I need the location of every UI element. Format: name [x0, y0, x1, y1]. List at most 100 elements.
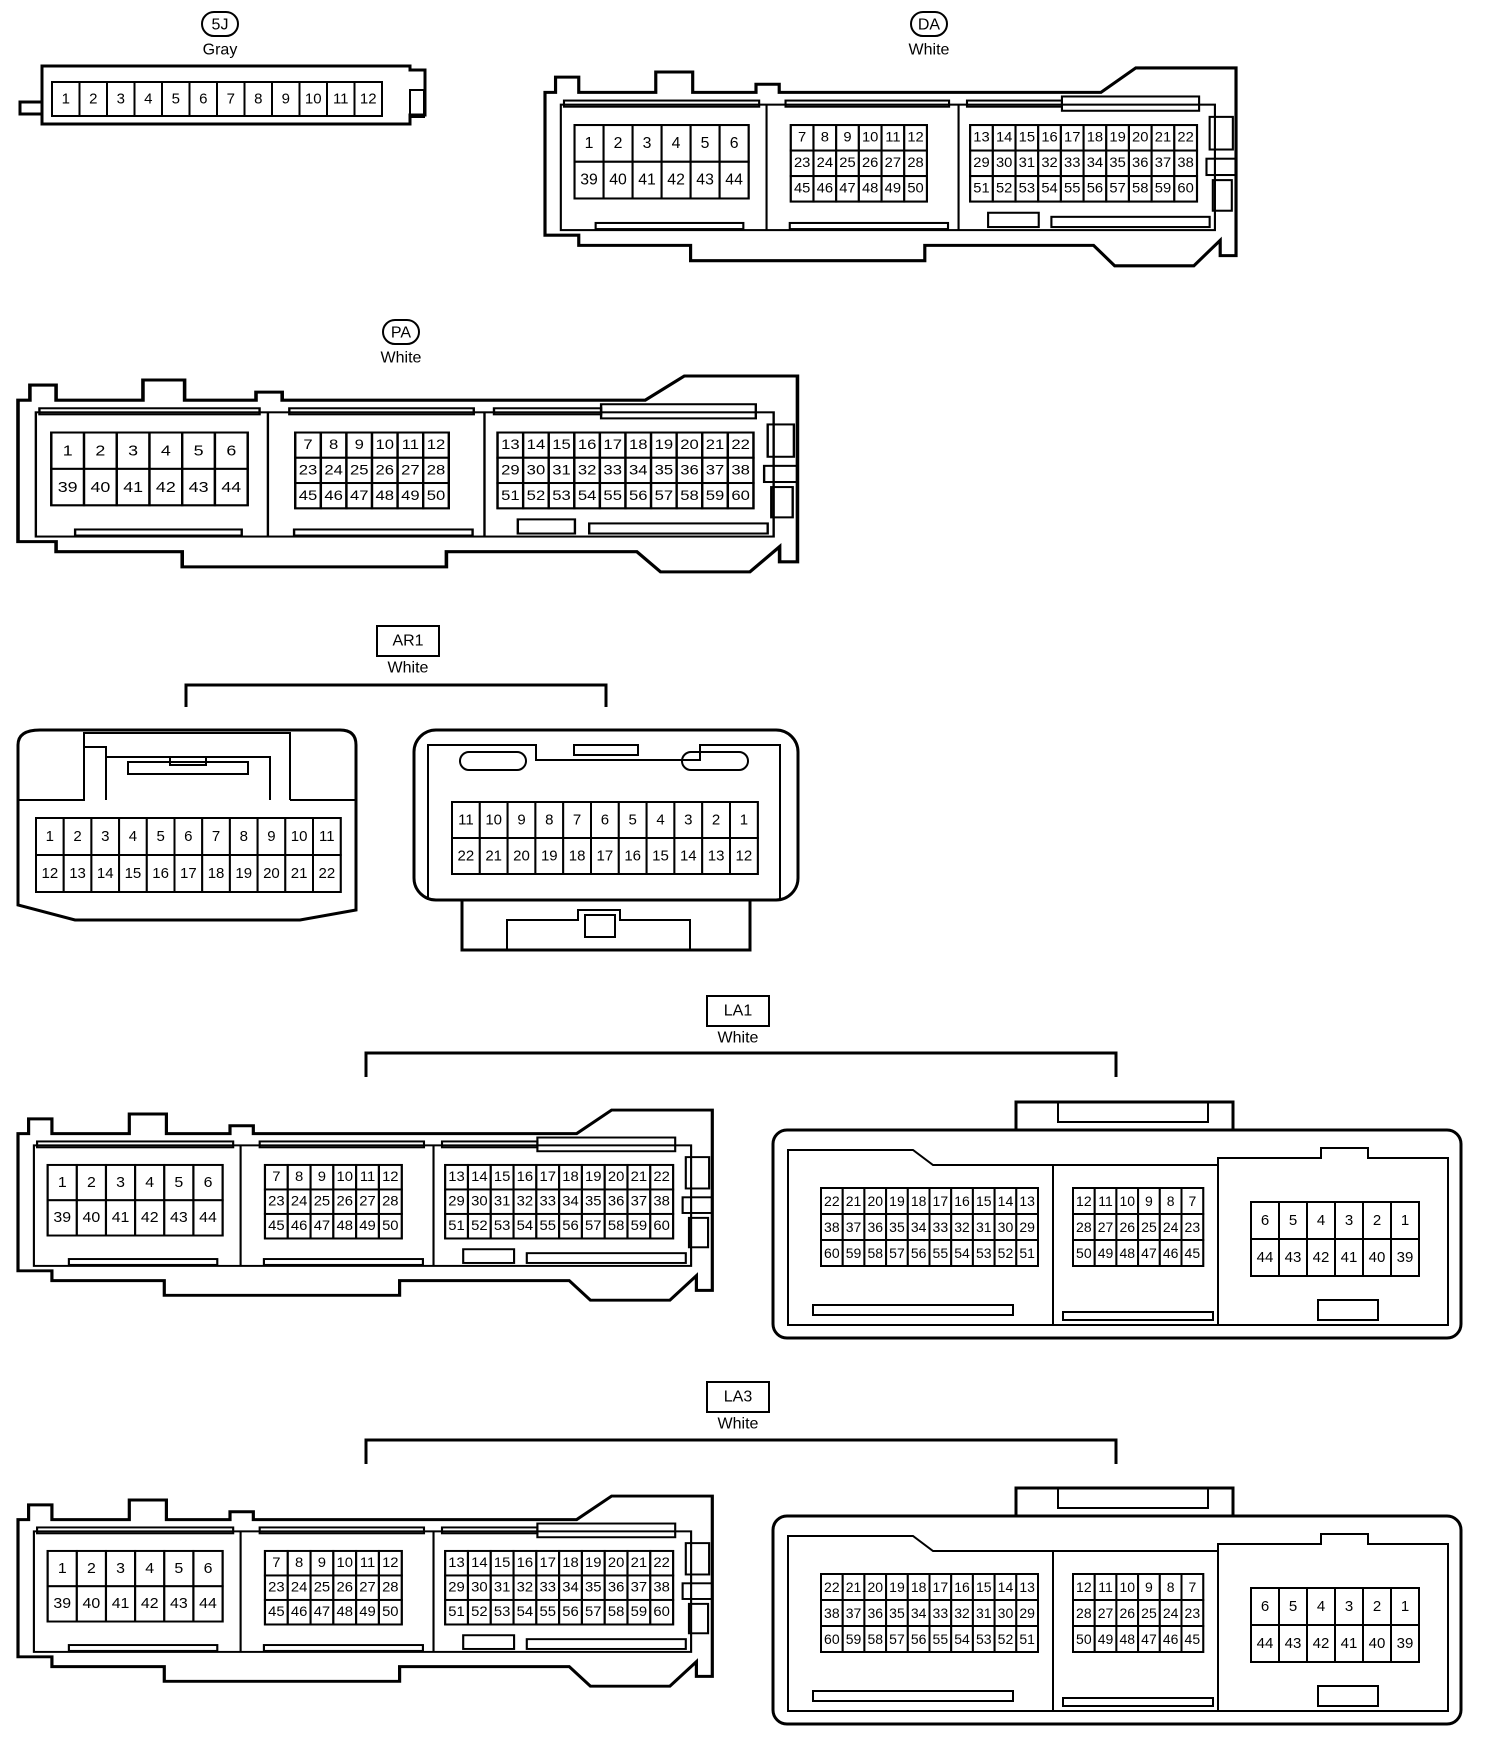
pin-number: 43: [1285, 1635, 1302, 1652]
pin-number: 10: [376, 437, 395, 453]
pin-number: 9: [355, 437, 364, 453]
pin-cell: [729, 837, 759, 875]
pin-number: 60: [731, 488, 750, 504]
pin-number: 32: [1041, 155, 1057, 171]
pin-number: 45: [299, 488, 318, 504]
pin-number: 16: [152, 865, 169, 882]
pin-number: 39: [580, 172, 598, 189]
pin-number: 6: [226, 442, 236, 459]
pin-number: 57: [585, 1219, 602, 1234]
pin-cell: [649, 1212, 675, 1240]
pin-number: 11: [1098, 1193, 1113, 1209]
housing-latch: [684, 1156, 711, 1190]
pin-number: 26: [862, 155, 878, 171]
pin-number: 2: [87, 1174, 96, 1190]
label-pill: [910, 11, 948, 37]
pin-number: 44: [725, 172, 743, 189]
pin-number: 34: [629, 463, 648, 479]
housing-tab: [18, 100, 44, 116]
pin-number: 16: [1041, 130, 1057, 146]
housing-latch: [684, 1542, 711, 1576]
pin-cell: [62, 817, 93, 856]
pin-number: 58: [1132, 181, 1148, 197]
pin-number: 56: [562, 1605, 579, 1620]
pin-cell: [46, 1585, 78, 1623]
housing-inner: [787, 1147, 1449, 1326]
pin-number: 15: [976, 1193, 992, 1209]
pin-number: 28: [1076, 1219, 1092, 1235]
housing-latch: [1211, 179, 1233, 212]
housing-latch: [573, 744, 639, 756]
pin-number: 36: [1132, 155, 1148, 171]
pin-number: 9: [1145, 1579, 1153, 1595]
pin-number: 4: [145, 1174, 154, 1190]
pin-number: 27: [401, 463, 420, 479]
pin-number: 49: [1098, 1245, 1114, 1261]
pin-number: 29: [501, 463, 520, 479]
pin-number: 4: [1317, 1212, 1325, 1229]
pin-number: 7: [227, 91, 235, 108]
pin-number: 3: [117, 91, 125, 108]
pin-number: 50: [427, 488, 446, 504]
pin-cell: [573, 124, 605, 163]
pin-number: 56: [1087, 181, 1103, 197]
pin-number: 50: [1076, 1631, 1092, 1647]
pin-cell: [104, 1199, 137, 1237]
pin-cell: [602, 160, 634, 200]
housing-outline: [16, 1494, 714, 1688]
pin-number: 8: [545, 812, 553, 829]
pin-number: 53: [552, 488, 571, 504]
pin-number: 51: [501, 488, 520, 504]
pin-cell: [82, 431, 118, 470]
pin-cell: [1180, 1625, 1205, 1653]
pin-number: 51: [448, 1219, 465, 1234]
housing-inner: [32, 1144, 693, 1267]
pin-number: 13: [69, 865, 86, 882]
pin-number: 15: [1019, 130, 1035, 146]
pin-cell: [115, 467, 151, 507]
pin-number: 49: [359, 1219, 376, 1234]
pin-cell: [192, 1163, 224, 1202]
pin-number: 34: [562, 1580, 579, 1595]
pin-number: 5: [1289, 1598, 1297, 1615]
pin-number: 29: [448, 1580, 465, 1595]
pin-cell: [1278, 1587, 1308, 1626]
pin-number: 2: [712, 812, 720, 829]
pin-number: 7: [303, 437, 312, 453]
pin-number: 5: [194, 442, 204, 459]
connector-id: PA: [391, 325, 411, 342]
pin-number: 8: [821, 130, 829, 146]
pin-number: 60: [653, 1219, 670, 1234]
pin-number: 22: [653, 1170, 670, 1185]
pin-number: 24: [291, 1580, 308, 1595]
pin-number: 17: [933, 1579, 949, 1595]
pin-number: 60: [653, 1605, 670, 1620]
pin-number: 56: [911, 1245, 927, 1261]
pin-number: 57: [1109, 181, 1125, 197]
pin-number: 4: [144, 91, 152, 108]
housing-slot: [784, 99, 951, 108]
pin-number: 14: [998, 1193, 1014, 1209]
pin-number: 42: [141, 1596, 159, 1612]
pin-number: 8: [295, 1170, 303, 1185]
pin-cell: [729, 801, 759, 839]
pin-number: 16: [517, 1170, 534, 1185]
pin-number: 32: [517, 1194, 534, 1209]
pin-number: 20: [1132, 130, 1148, 146]
pin-number: 46: [291, 1219, 308, 1234]
pin-number: 56: [629, 488, 648, 504]
pin-number: 2: [73, 828, 81, 845]
pin-number: 18: [629, 437, 648, 453]
connector-id: 5J: [212, 17, 229, 34]
pin-number: 15: [125, 865, 142, 882]
pin-number: 26: [336, 1580, 353, 1595]
connector-color: White: [388, 660, 429, 677]
pin-number: 55: [603, 488, 622, 504]
